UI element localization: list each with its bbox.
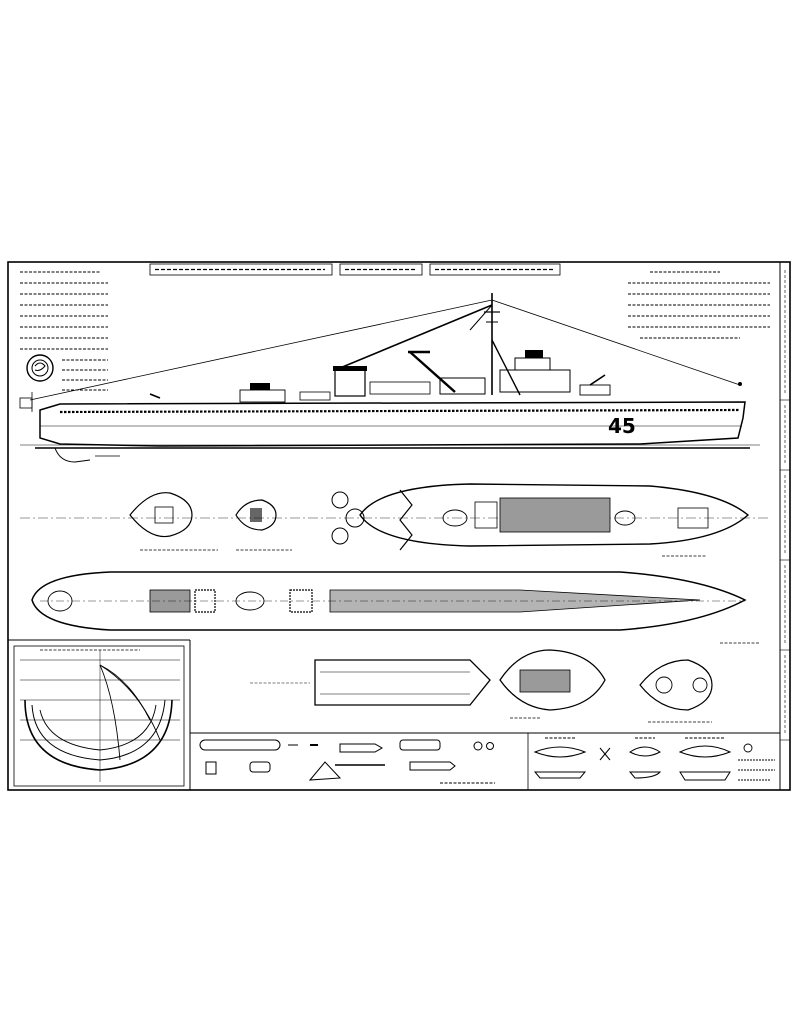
lower-deck-plan: [314, 659, 491, 706]
turret-detail: [235, 499, 277, 531]
signature-block: [738, 743, 775, 781]
forestay-line: [29, 299, 493, 401]
funnel: [334, 369, 366, 397]
boats-details: [533, 737, 732, 781]
right-title-strip: [780, 270, 790, 741]
bridge-superstructure: [499, 369, 571, 393]
notes-block: [628, 271, 770, 339]
fittings-details: [199, 739, 495, 784]
specification-table: [20, 271, 108, 391]
body-plan-inset: [13, 645, 185, 787]
director-detail: [639, 659, 713, 711]
main-deck-plan: [31, 571, 747, 631]
hull-outline: [39, 401, 746, 447]
upper-deck-plan: [359, 483, 750, 547]
deck-detail-row: [20, 483, 770, 644]
antenna-stay: [339, 304, 493, 369]
title-boxes: [149, 263, 561, 276]
backstay-line: [491, 299, 741, 386]
deckhouse-hatched: [499, 497, 611, 533]
porthole-row: [59, 408, 741, 414]
bottom-section: [8, 639, 780, 790]
drawing-frame: [7, 261, 791, 791]
ensign-flag: [19, 397, 33, 409]
emblem-roundel: [26, 354, 54, 382]
crane-jib: [409, 351, 456, 393]
bow-detail: [129, 492, 193, 538]
gun-barrel-fwd: [589, 374, 606, 386]
hull-number: 45: [608, 414, 636, 438]
side-profile-view: 45: [19, 293, 760, 463]
gun-barrel-aft: [149, 393, 161, 399]
bridge-plan: [499, 649, 606, 711]
